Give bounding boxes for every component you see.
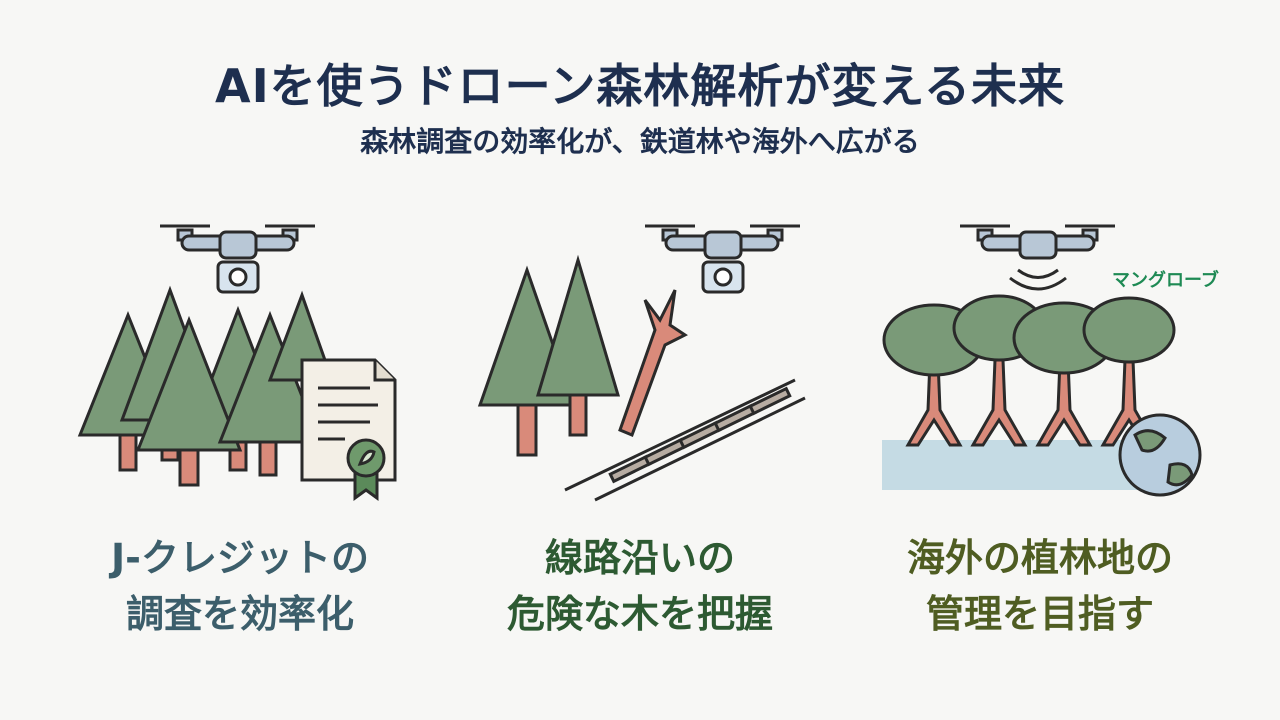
mangrove-callout-label: マングローブ <box>1112 270 1219 291</box>
page-subtitle: 森林調査の効率化が、鉄道林や海外へ広がる <box>360 125 920 158</box>
caption-line: 管理を目指す <box>925 592 1154 636</box>
page-title: AIを使うドローン森林解析が変える未来 <box>214 59 1066 113</box>
railway-fallen-tree-icon <box>477 224 806 502</box>
drone-icon <box>645 224 800 294</box>
forest-drone-certificate-icon <box>77 224 397 501</box>
caption-line: 危険な木を把握 <box>506 592 773 636</box>
forest-icon <box>77 285 335 487</box>
railway-tree-illustration <box>470 210 810 510</box>
mangrove-illustration <box>870 210 1210 510</box>
globe-icon <box>1118 413 1202 497</box>
pine-trees-icon <box>477 254 621 457</box>
caption-j-credit: J-クレジットの 調査を効率化 <box>40 530 440 642</box>
caption-railway: 線路沿いの 危険な木を把握 <box>440 530 840 642</box>
caption-line: 線路沿いの <box>544 536 735 580</box>
caption-line: 調査を効率化 <box>125 592 354 636</box>
certificate-icon <box>300 358 397 501</box>
fallen-tree-icon <box>618 289 688 437</box>
mangrove-globe-icon <box>882 224 1202 497</box>
drone-icon <box>960 224 1115 291</box>
drone-icon <box>160 224 315 294</box>
caption-line: 海外の植林地の <box>906 536 1173 580</box>
railway-icon <box>564 378 806 502</box>
caption-line: J-クレジットの <box>111 536 369 580</box>
mangrove-trees-icon <box>882 294 1176 447</box>
caption-overseas: 海外の植林地の 管理を目指す <box>840 530 1240 642</box>
forest-certificate-illustration <box>70 210 410 510</box>
